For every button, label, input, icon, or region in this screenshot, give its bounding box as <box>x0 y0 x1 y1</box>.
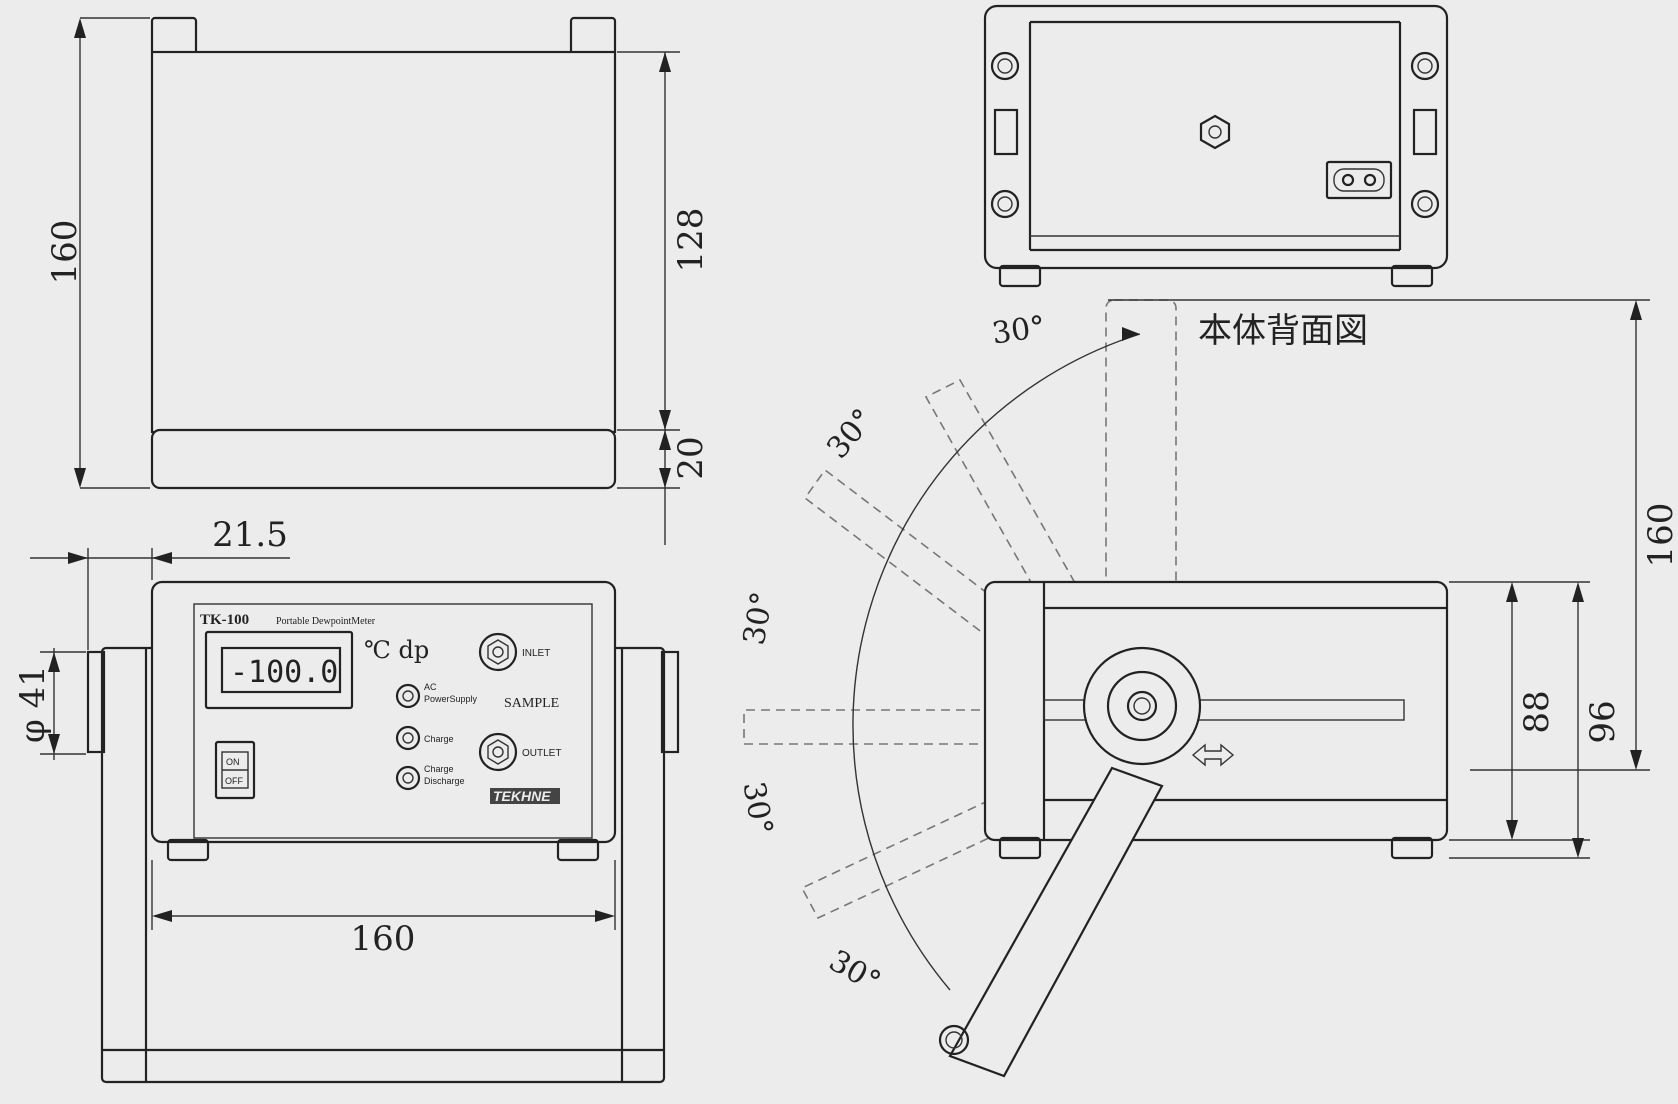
dim-top-base: 20 <box>671 436 711 479</box>
ac-label-1: AC <box>424 682 437 692</box>
angle-label: 30° <box>990 310 1048 352</box>
screw-icon <box>990 189 1020 219</box>
dim-side-96: 96 <box>1583 700 1623 743</box>
hex-fitting-icon <box>1199 114 1231 150</box>
switch-on-label: ON <box>226 757 240 767</box>
inlet-fitting-icon <box>478 632 518 672</box>
double-arrow-icon <box>1191 743 1235 767</box>
brand-logo: TEKHNE <box>493 788 551 804</box>
angle-label: 30° <box>823 943 887 1000</box>
panel-model: TK-100 <box>200 612 249 628</box>
lcd-display: -100.0 <box>230 655 338 690</box>
rear-view-label: 本体背面図 <box>1198 311 1368 351</box>
ac-label-2: PowerSupply <box>424 694 478 704</box>
discharge-label-1: Charge <box>424 764 454 774</box>
power-inlet-icon <box>1325 160 1393 200</box>
dim-top-height: 160 <box>45 220 85 285</box>
rear-view <box>983 4 1449 288</box>
dim-side-height: 160 <box>1641 503 1678 568</box>
angle-label: 30° <box>737 589 781 647</box>
screw-icon <box>1410 51 1440 81</box>
display-unit: ℃ dp <box>364 636 429 664</box>
charge-lamp-icon <box>395 725 421 751</box>
discharge-label-2: Discharge <box>424 776 465 786</box>
switch-off-label: OFF <box>225 776 243 786</box>
screw-icon <box>1410 189 1440 219</box>
dim-front-width: 160 <box>351 919 416 959</box>
front-view: TK-100 Portable DewpointMeter -100.0 ℃ d… <box>13 515 680 1084</box>
angle-label: 30° <box>820 402 881 465</box>
outlet-label: OUTLET <box>522 748 561 759</box>
inlet-label: INLET <box>522 648 550 659</box>
discharge-lamp-icon <box>395 765 421 791</box>
charge-label: Charge <box>424 734 454 744</box>
dim-front-offset: 21.5 <box>212 515 288 555</box>
screw-icon <box>990 51 1020 81</box>
side-view: 160 88 96 30° 30° 30° 30° 30° <box>736 299 1678 1078</box>
angle-label: 30° <box>736 779 780 837</box>
dim-side-88: 88 <box>1517 690 1557 733</box>
panel-subtitle: Portable DewpointMeter <box>276 616 376 627</box>
outlet-fitting-icon <box>478 732 518 772</box>
dim-front-diameter: φ 41 <box>13 665 53 743</box>
sample-label: SAMPLE <box>504 696 559 711</box>
dim-top-body: 128 <box>671 208 711 273</box>
ac-lamp-icon <box>395 683 421 709</box>
top-view: 160 128 20 <box>45 16 711 545</box>
handle-screw-icon <box>938 1024 970 1056</box>
